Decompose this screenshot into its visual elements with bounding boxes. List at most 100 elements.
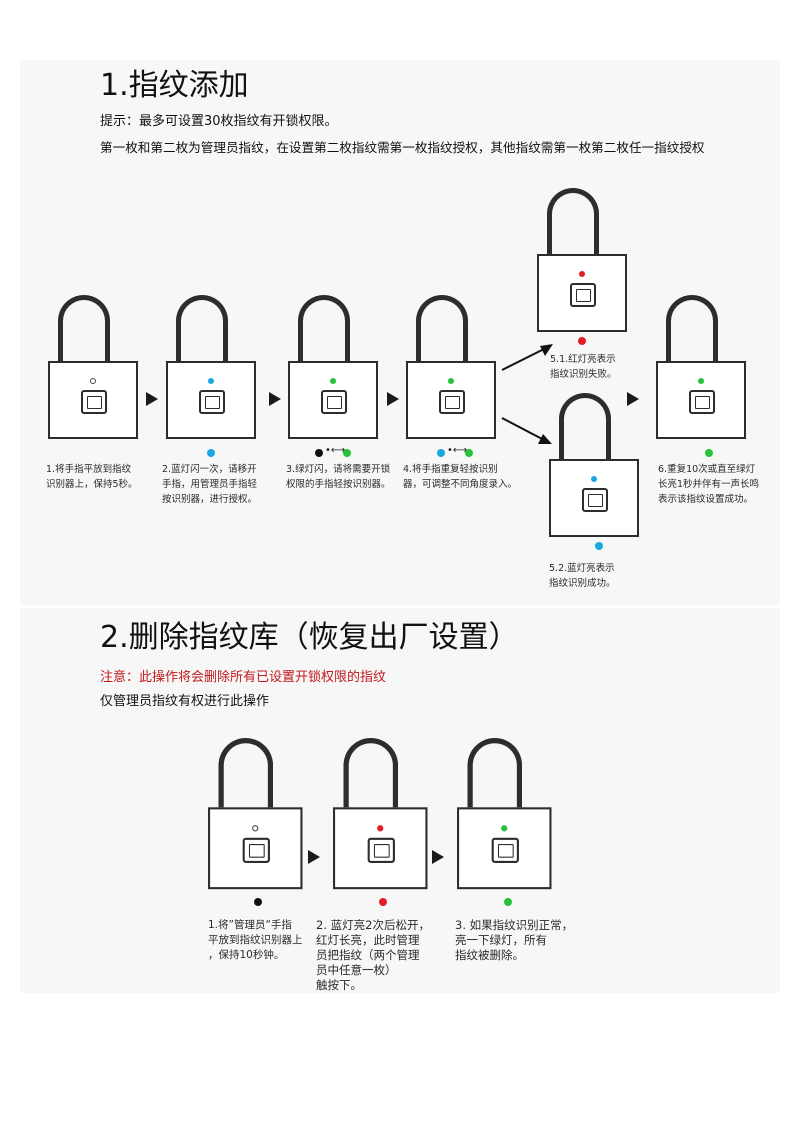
- caption-line: 2.蓝灯闪一次，请移开: [162, 464, 257, 475]
- flash-transition-icon: •⟷: [325, 445, 346, 456]
- caption-line: 1.将手指平放到指纹: [46, 464, 132, 475]
- led-red-indicator: [579, 271, 585, 277]
- lock-shackle: [467, 738, 523, 839]
- black-dot-indicator: [315, 449, 323, 457]
- fingerprint-sensor-icon: [439, 390, 465, 414]
- caption-line: 权限的手指轻按识别器。: [286, 479, 391, 490]
- lock-shackle: [559, 393, 611, 489]
- led-green-indicator: [501, 825, 508, 832]
- arrow-right-icon: [146, 392, 158, 406]
- lock-shackle: [416, 295, 468, 391]
- fingerprint-sensor-icon: [81, 390, 107, 414]
- led-green-indicator: [448, 378, 454, 384]
- reset-step3-caption: 3. 如果指纹识别正常， 亮一下绿灯，所有 指纹被删除。: [455, 918, 573, 963]
- blue-dot-indicator: [207, 449, 215, 457]
- caption-line: 指纹识别成功。: [549, 578, 616, 589]
- lock-shackle: [343, 738, 399, 839]
- blue-dot-indicator: [437, 449, 445, 457]
- green-dot-indicator: [705, 449, 713, 457]
- section2-panel: [20, 608, 780, 993]
- arrow-right-icon: [387, 392, 399, 406]
- fingerprint-sensor-icon: [689, 390, 715, 414]
- caption-line: 按识别器，进行授权。: [162, 494, 258, 505]
- lock-body: [288, 361, 378, 439]
- section2-note: 仅管理员指纹有权进行此操作: [100, 694, 270, 709]
- arrow-right-icon: [432, 850, 444, 864]
- lock-body: [406, 361, 496, 439]
- green-dot-indicator: [343, 449, 351, 457]
- section1-title: 1.指纹添加: [100, 68, 249, 103]
- caption-line: 平放到指纹识别器上: [208, 934, 303, 946]
- caption-line: 手指，用管理员手指轻: [162, 479, 258, 490]
- flash-transition-icon: •⟷: [447, 445, 468, 456]
- lock-shackle: [218, 738, 274, 839]
- led-off-indicator: [90, 378, 96, 384]
- step1-caption: 1.将手指平放到指纹 识别器上，保持5秒。: [46, 462, 138, 492]
- caption-line: 5.2.蓝灯亮表示: [549, 563, 615, 574]
- caption-line: 器，可调整不同角度录入。: [403, 479, 518, 490]
- step6-caption: 6.重复10次或直至绿灯 长亮1秒并伴有一声长鸣 表示该指纹设置成功。: [658, 462, 759, 507]
- arrow-right-icon: [269, 392, 281, 406]
- fingerprint-sensor-icon: [242, 837, 270, 863]
- fingerprint-sensor-icon: [570, 283, 596, 307]
- led-green-indicator: [698, 378, 704, 384]
- caption-line: 触按下。: [316, 978, 362, 992]
- lock-shackle: [547, 188, 599, 284]
- lock-body: [48, 361, 138, 439]
- caption-line: 4.将手指重复轻按识别: [403, 464, 498, 475]
- step5-2-caption: 5.2.蓝灯亮表示 指纹识别成功。: [549, 561, 616, 591]
- lock-body: [537, 254, 627, 332]
- caption-line: 员中任意一枚）: [316, 963, 397, 977]
- caption-line: 3. 如果指纹识别正常，: [455, 918, 574, 932]
- led-green-indicator: [330, 378, 336, 384]
- caption-line: 长亮1秒并伴有一声长鸣: [658, 479, 760, 490]
- black-dot-indicator: [254, 898, 262, 906]
- lock-shackle: [176, 295, 228, 391]
- section1-note: 第一枚和第二枚为管理员指纹，在设置第二枚指纹需第一枚指纹授权，其他指纹需第一枚第…: [100, 140, 705, 155]
- branch-arrows: [501, 344, 553, 444]
- caption-line: 2. 蓝灯亮2次后松开，: [316, 918, 430, 932]
- lock-shackle: [58, 295, 110, 391]
- caption-line: 员把指纹（两个管理: [316, 948, 420, 962]
- fingerprint-sensor-icon: [491, 837, 519, 863]
- caption-line: 红灯长亮，此时管理: [316, 933, 420, 947]
- green-dot-indicator: [465, 449, 473, 457]
- caption-line: 6.重复10次或直至绿灯: [658, 464, 756, 475]
- lock-shackle: [666, 295, 718, 391]
- step5-1-caption: 5.1.红灯亮表示 指纹识别失败。: [550, 352, 617, 382]
- step2-caption: 2.蓝灯闪一次，请移开 手指，用管理员手指轻 按识别器，进行授权。: [162, 462, 257, 507]
- step4-caption: 4.将手指重复轻按识别 器，可调整不同角度录入。: [403, 462, 517, 492]
- caption-line: 识别器上，保持5秒。: [46, 479, 138, 490]
- fingerprint-sensor-icon: [582, 488, 608, 512]
- caption-line: ，保持10秒钟。: [208, 949, 285, 961]
- step3-caption: 3.绿灯闪，请将需要开锁 权限的手指轻按识别器。: [286, 462, 391, 492]
- lock-body: [333, 807, 428, 890]
- lock-body: [166, 361, 256, 439]
- caption-line: 5.1.红灯亮表示: [550, 354, 616, 365]
- lock-body: [457, 807, 552, 890]
- led-red-indicator: [377, 825, 384, 832]
- reset-step2-caption: 2. 蓝灯亮2次后松开， 红灯长亮，此时管理 员把指纹（两个管理 员中任意一枚）…: [316, 918, 430, 993]
- lock-body: [208, 807, 303, 890]
- arrow-right-icon: [308, 850, 320, 864]
- led-blue-indicator: [591, 476, 597, 482]
- led-blue-indicator: [208, 378, 214, 384]
- blue-dot-indicator: [595, 542, 603, 550]
- fingerprint-sensor-icon: [321, 390, 347, 414]
- lock-body: [656, 361, 746, 439]
- led-off-indicator: [252, 825, 259, 832]
- section1-panel: [20, 60, 780, 605]
- caption-line: 3.绿灯闪，请将需要开锁: [286, 464, 391, 475]
- fingerprint-sensor-icon: [199, 390, 225, 414]
- green-dot-indicator: [504, 898, 512, 906]
- red-dot-indicator: [578, 337, 586, 345]
- caption-line: 亮一下绿灯，所有: [455, 933, 547, 947]
- lock-shackle: [298, 295, 350, 391]
- reset-step1-caption: 1.将”管理员“手指 平放到指纹识别器上 ，保持10秒钟。: [208, 918, 303, 963]
- caption-line: 1.将”管理员“手指: [208, 919, 292, 931]
- red-dot-indicator: [379, 898, 387, 906]
- arrow-right-icon: [627, 392, 639, 406]
- caption-line: 指纹被删除。: [455, 948, 524, 962]
- fingerprint-sensor-icon: [367, 837, 395, 863]
- section1-tip: 提示：最多可设置30枚指纹有开锁权限。: [100, 114, 338, 129]
